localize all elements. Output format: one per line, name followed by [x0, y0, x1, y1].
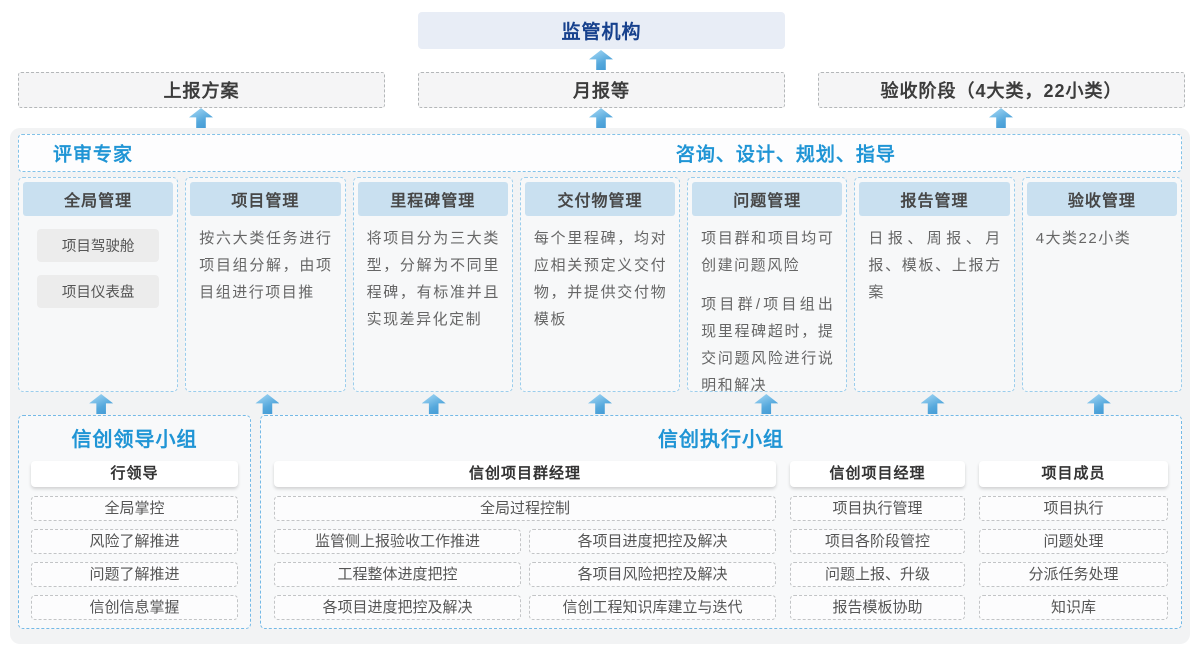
- up-arrow-icon: [421, 394, 446, 414]
- up-arrow-icon: [255, 394, 280, 414]
- leadership-group: 信创领导小组 行领导 全局掌控 风险了解推进 问题了解推进 信创信息掌握: [18, 415, 251, 629]
- column-description: 每个里程碑，均对应相关预定义交付物，并提供交付物模板: [533, 230, 668, 328]
- column-description: 4大类22小类: [1035, 230, 1132, 247]
- bank-leaders-role-box: 行领导: [31, 461, 238, 487]
- report-plan-box: 上报方案: [18, 72, 385, 108]
- up-arrow-icon: [589, 108, 613, 128]
- column-header: 交付物管理: [524, 182, 676, 216]
- leadership-item: 风险了解推进: [31, 529, 238, 554]
- program-manager-item: 全局过程控制: [274, 496, 776, 521]
- program-manager-item: 工程整体进度把控: [274, 562, 521, 587]
- program-manager-item: 信创工程知识库建立与迭代: [529, 595, 776, 620]
- leadership-item: 全局掌控: [31, 496, 238, 521]
- execution-columns: 信创项目群经理 全局过程控制 监管侧上报验收工作推进 各项目进度把控及解决 工程…: [274, 461, 1168, 628]
- monthly-report-label: 月报等: [573, 81, 630, 101]
- column-global-management: 全局管理 项目驾驶舱 项目仪表盘: [18, 177, 179, 392]
- experts-row: 评审专家 咨询、设计、规划、指导: [18, 134, 1182, 172]
- up-arrow-icon: [989, 108, 1013, 128]
- column-description: 日报、周报、月报、模板、上报方案: [868, 230, 1002, 301]
- program-manager-item: 各项目进度把控及解决: [529, 529, 776, 554]
- project-manager-item: 项目各阶段管控: [790, 529, 965, 554]
- column-deliverable-management: 交付物管理 每个里程碑，均对应相关预定义交付物，并提供交付物模板: [519, 177, 681, 392]
- column-description: 项目群和项目均可创建问题风险 项目群/项目组出现里程碑超时，提交问题风险进行说明…: [692, 216, 842, 392]
- regulator-label: 监管机构: [561, 22, 642, 43]
- project-manager-item: 报告模板协助: [790, 595, 965, 620]
- execution-group: 信创执行小组 信创项目群经理 全局过程控制 监管侧上报验收工作推进 各项目进度把…: [260, 415, 1182, 629]
- bottom-groups: 信创领导小组 行领导 全局掌控 风险了解推进 问题了解推进 信创信息掌握 信创执…: [18, 415, 1182, 629]
- column-report-management: 报告管理 日报、周报、月报、模板、上报方案: [854, 177, 1015, 392]
- column-issue-management: 问题管理 项目群和项目均可创建问题风险 项目群/项目组出现里程碑超时，提交问题风…: [687, 177, 848, 392]
- monthly-report-box: 月报等: [418, 72, 785, 108]
- column-header: 报告管理: [859, 182, 1010, 216]
- project-manager-item: 项目执行管理: [790, 496, 965, 521]
- program-manager-role-box: 信创项目群经理: [274, 461, 776, 487]
- up-arrow-icon: [1086, 394, 1111, 414]
- column-description: 按六大类任务进行项目组分解，由项目组进行项目推: [199, 230, 333, 301]
- program-manager-item: 监管侧上报验收工作推进: [274, 529, 521, 554]
- project-members-section: 项目成员 项目执行 问题处理 分派任务处理 知识库: [979, 461, 1168, 628]
- column-header: 全局管理: [23, 182, 174, 216]
- review-experts-label: 评审专家: [53, 144, 134, 166]
- column-project-management: 项目管理 按六大类任务进行项目组分解，由项目组进行项目推: [185, 177, 346, 392]
- leadership-item: 信创信息掌握: [31, 595, 238, 620]
- program-manager-section: 信创项目群经理 全局过程控制 监管侧上报验收工作推进 各项目进度把控及解决 工程…: [274, 461, 776, 628]
- column-header: 项目管理: [190, 182, 341, 216]
- project-member-item: 知识库: [979, 595, 1168, 620]
- up-arrow-icon: [589, 50, 613, 70]
- leadership-group-title: 信创领导小组: [71, 429, 198, 451]
- up-arrow-icon: [189, 108, 213, 128]
- issue-paragraph-2: 项目群/项目组出现里程碑超时，提交问题风险进行说明和解决: [701, 296, 835, 392]
- column-milestone-management: 里程碑管理 将项目分为三大类型，分解为不同里程碑，有标准并且实现差异化定制: [352, 177, 513, 392]
- up-arrow-icon: [89, 394, 114, 414]
- project-manager-section: 信创项目经理 项目执行管理 项目各阶段管控 问题上报、升级 报告模板协助: [790, 461, 965, 628]
- report-plan-label: 上报方案: [163, 81, 240, 101]
- acceptance-phase-label: 验收阶段（4大类，22小类）: [880, 81, 1123, 101]
- project-manager-item: 问题上报、升级: [790, 562, 965, 587]
- up-arrow-icon: [920, 394, 945, 414]
- column-header: 验收管理: [1026, 182, 1177, 216]
- program-manager-item: 各项目进度把控及解决: [274, 595, 521, 620]
- column-acceptance-management: 验收管理 4大类22小类: [1021, 177, 1182, 392]
- up-arrow-icon: [754, 394, 779, 414]
- project-member-item: 问题处理: [979, 529, 1168, 554]
- execution-group-title: 信创执行小组: [658, 429, 784, 451]
- project-member-item: 分派任务处理: [979, 562, 1168, 587]
- project-manager-role-box: 信创项目经理: [790, 461, 965, 487]
- up-arrow-icon: [587, 394, 612, 414]
- column-arrows: [18, 394, 1182, 414]
- program-manager-item-grid: 监管侧上报验收工作推进 各项目进度把控及解决 工程整体进度把控 各项目风险把控及…: [274, 529, 776, 628]
- project-dashboard-tag: 项目仪表盘: [37, 275, 160, 308]
- column-header: 里程碑管理: [357, 182, 508, 216]
- column-description: 将项目分为三大类型，分解为不同里程碑，有标准并且实现差异化定制: [366, 230, 500, 328]
- acceptance-phase-box: 验收阶段（4大类，22小类）: [818, 72, 1185, 108]
- capability-columns: 全局管理 项目驾驶舱 项目仪表盘 项目管理 按六大类任务进行项目组分解，由项目组…: [18, 177, 1182, 392]
- project-member-item: 项目执行: [979, 496, 1168, 521]
- project-members-role-box: 项目成员: [979, 461, 1168, 487]
- consulting-design-label: 咨询、设计、规划、指导: [675, 144, 896, 166]
- regulator-box: 监管机构: [418, 12, 785, 49]
- leadership-item: 问题了解推进: [31, 562, 238, 587]
- platform-panel: 评审专家 咨询、设计、规划、指导 全局管理 项目驾驶舱 项目仪表盘 项目管理 按…: [10, 128, 1190, 644]
- column-header: 问题管理: [692, 182, 843, 216]
- program-manager-item: 各项目风险把控及解决: [529, 562, 776, 587]
- project-cockpit-tag: 项目驾驶舱: [37, 229, 160, 262]
- issue-paragraph-1: 项目群和项目均可创建问题风险: [701, 230, 835, 274]
